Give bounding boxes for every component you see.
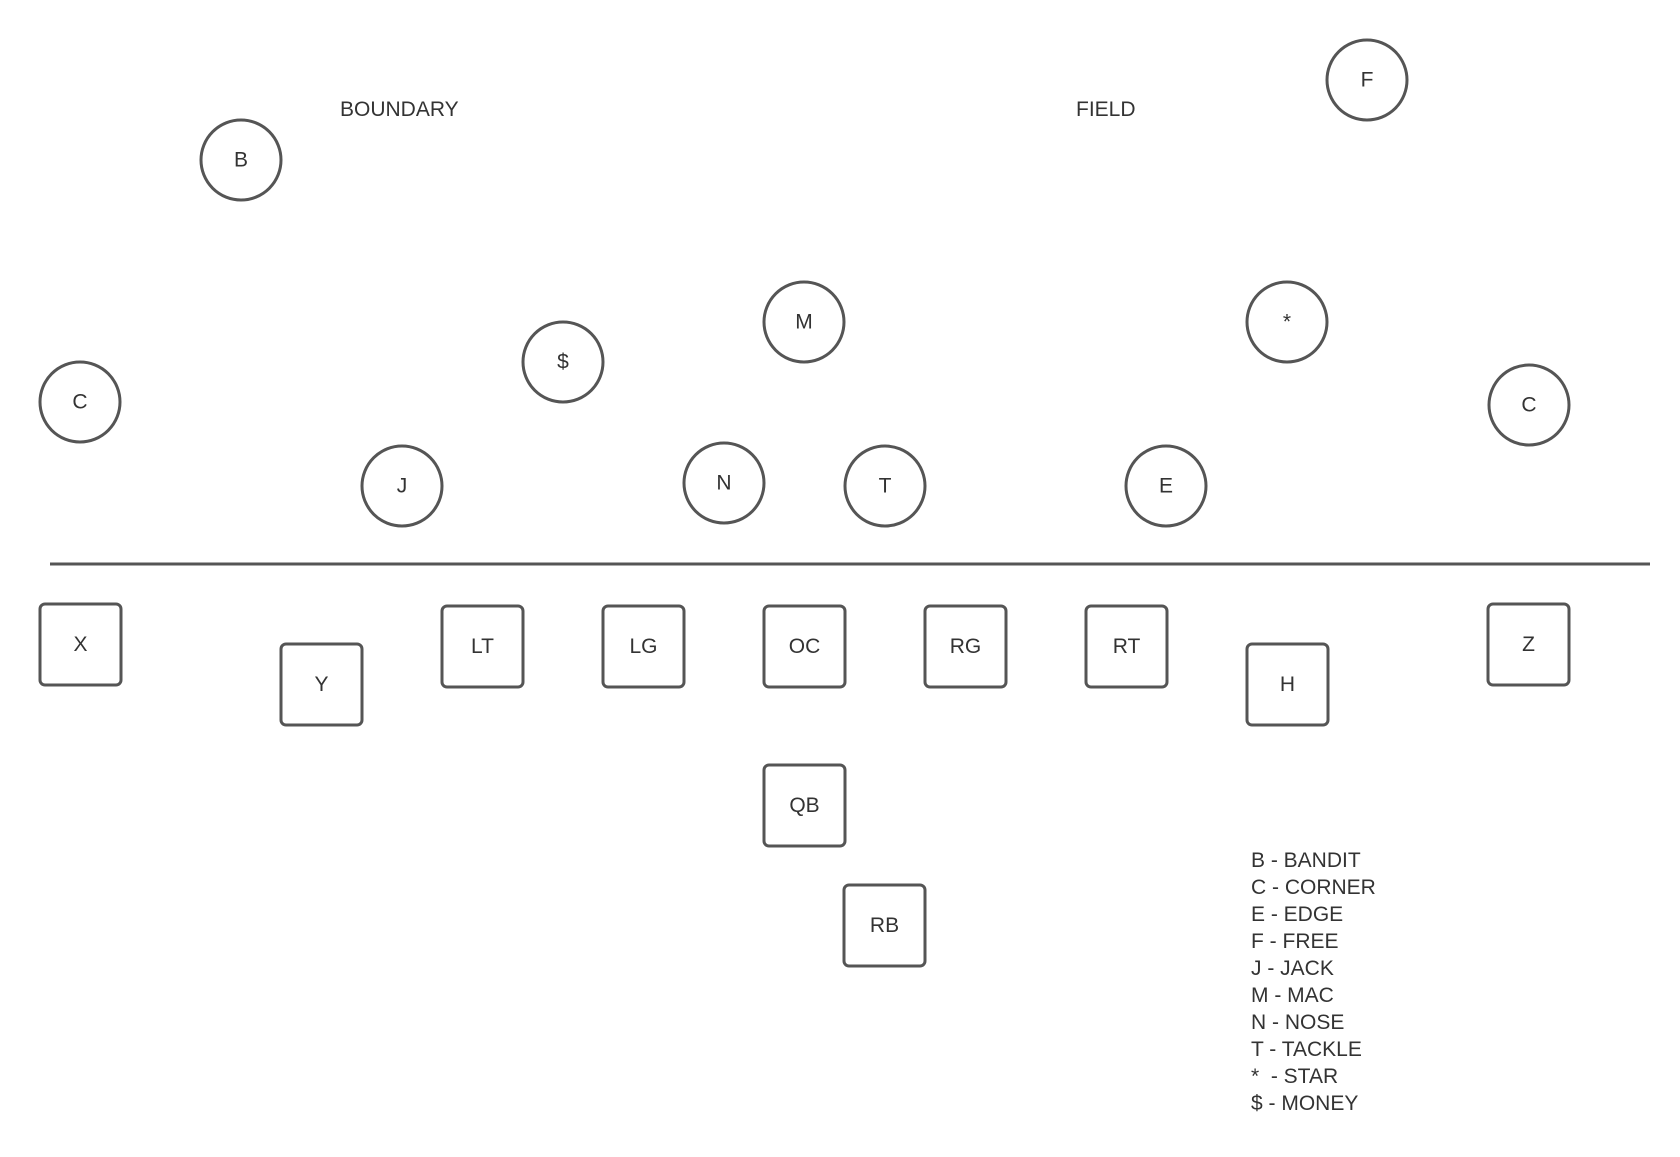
svg-text:J: J [397,475,408,498]
svg-text:T: T [879,475,892,498]
svg-text:M: M [795,311,813,334]
offense-x: X [38,602,123,687]
defender-bandit: B [199,118,283,202]
offense-rt: RT [1084,604,1169,689]
offense-y: Y [279,642,364,727]
defender-tackle: T [843,444,927,528]
legend-item: J - JACK [1251,957,1334,980]
offense-z: Z [1486,602,1571,687]
legend: B - BANDIT C - CORNER E - EDGE F - FREE … [1251,849,1376,1115]
defender-mac: M [762,280,846,364]
boundary-label: BOUNDARY [340,98,459,121]
legend-item: E - EDGE [1251,903,1343,926]
svg-text:RG: RG [950,635,982,658]
field-label: FIELD [1076,98,1136,121]
defender-nose: N [682,441,766,525]
legend-item: B - BANDIT [1251,849,1361,872]
svg-text:Z: Z [1522,633,1535,656]
offense-rg: RG [923,604,1008,689]
offense-oc: OC [762,604,847,689]
svg-text:RT: RT [1113,635,1141,658]
svg-text:LT: LT [471,635,494,658]
svg-text:QB: QB [789,794,819,817]
svg-text:LG: LG [629,635,657,658]
legend-item: F - FREE [1251,930,1339,953]
svg-text:*: * [1283,311,1291,334]
svg-text:RB: RB [870,914,899,937]
legend-item: C - CORNER [1251,876,1376,899]
svg-text:F: F [1361,69,1374,92]
defender-money: $ [521,320,605,404]
svg-text:$: $ [557,351,569,374]
offense-rb: RB [842,883,927,968]
svg-text:B: B [234,149,248,172]
defender-corner-right: C [1487,363,1571,447]
svg-text:H: H [1280,673,1295,696]
legend-item: M - MAC [1251,984,1334,1007]
defender-corner-left: C [38,360,122,444]
svg-text:N: N [716,472,731,495]
defender-free: F [1325,38,1409,122]
legend-item: N - NOSE [1251,1011,1344,1034]
defender-jack: J [360,444,444,528]
offense-h: H [1245,642,1330,727]
legend-item: T - TACKLE [1251,1038,1362,1061]
legend-item: * - STAR [1251,1065,1338,1088]
svg-text:C: C [1521,394,1536,417]
svg-text:X: X [73,633,87,656]
legend-item: $ - MONEY [1251,1092,1358,1115]
svg-text:Y: Y [314,673,328,696]
svg-text:C: C [72,391,87,414]
offense-lt: LT [440,604,525,689]
defender-star: * [1245,280,1329,364]
defender-edge: E [1124,444,1208,528]
offense-qb: QB [762,763,847,848]
offense-lg: LG [601,604,686,689]
svg-text:OC: OC [789,635,821,658]
svg-text:E: E [1159,475,1173,498]
